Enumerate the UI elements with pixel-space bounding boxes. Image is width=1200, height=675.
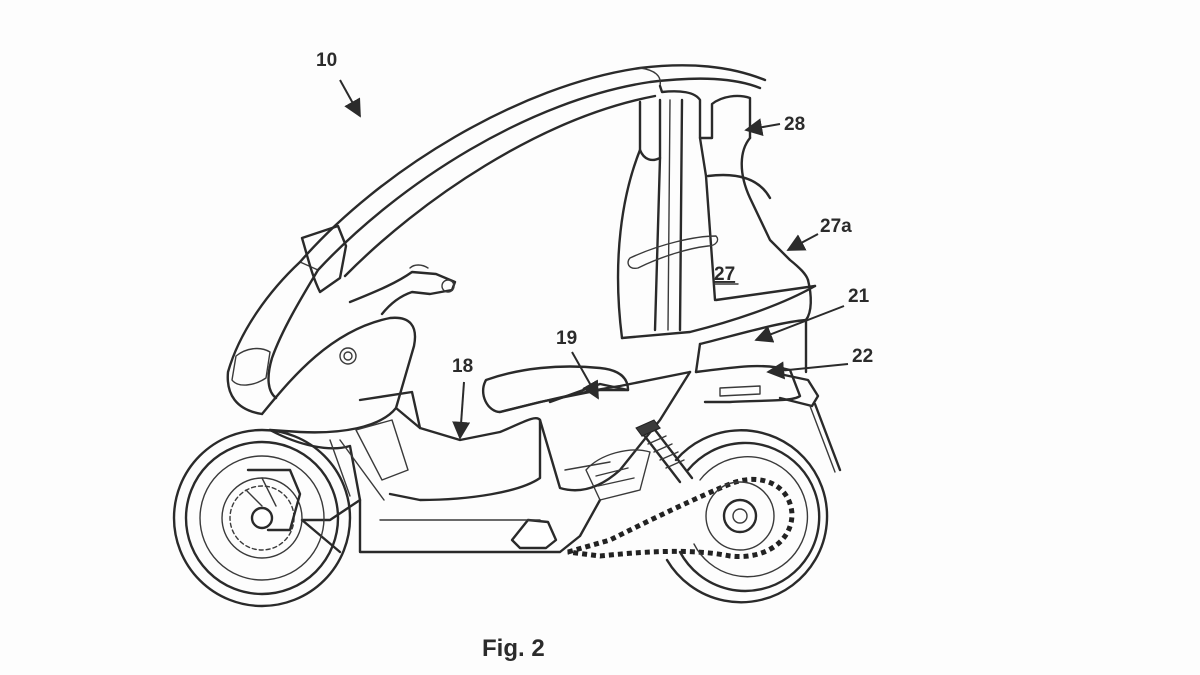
arrow-28 bbox=[744, 118, 781, 137]
drive-unit bbox=[585, 449, 651, 501]
label-19: 19 bbox=[556, 328, 577, 349]
front-fairing bbox=[226, 224, 417, 522]
label-27a: 27a bbox=[820, 216, 852, 237]
rear-shock-absorber bbox=[635, 419, 694, 484]
roof-canopy bbox=[298, 64, 767, 278]
rear-body bbox=[620, 284, 817, 404]
backrest bbox=[627, 173, 817, 322]
rear-carrier bbox=[768, 370, 842, 473]
label-21: 21 bbox=[848, 286, 870, 307]
handlebar bbox=[348, 264, 457, 316]
label-27: 27 bbox=[714, 264, 735, 285]
arrow-21 bbox=[754, 305, 845, 343]
arrow-22 bbox=[766, 361, 849, 380]
drive-chain bbox=[567, 477, 795, 560]
label-18: 18 bbox=[452, 356, 473, 377]
arrow-10 bbox=[339, 79, 361, 118]
roof-frame bbox=[616, 84, 810, 340]
figure-caption: Fig. 2 bbox=[482, 635, 545, 662]
arrow-27a bbox=[786, 233, 819, 251]
arrow-19 bbox=[571, 351, 599, 400]
reference-labels: 10 28 27a 27 21 22 19 18 bbox=[316, 50, 873, 440]
front-wheel bbox=[172, 428, 352, 608]
label-10: 10 bbox=[316, 50, 337, 71]
rear-wheel bbox=[665, 429, 829, 604]
arrow-18 bbox=[452, 381, 471, 440]
label-22: 22 bbox=[852, 346, 873, 367]
label-28: 28 bbox=[784, 114, 805, 135]
